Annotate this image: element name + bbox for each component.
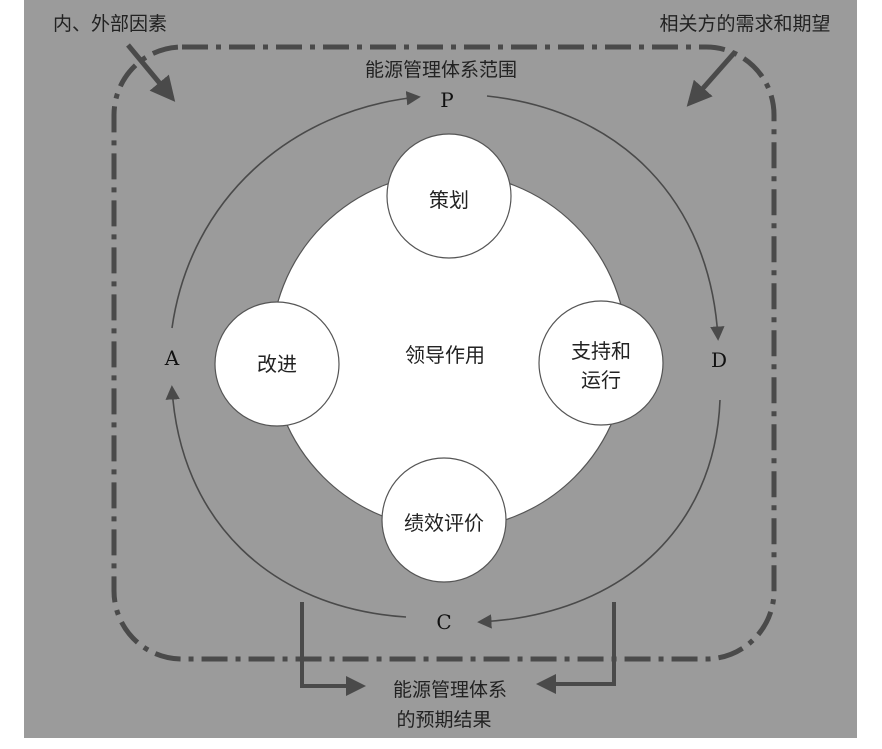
external-factors-arrow <box>126 43 176 102</box>
support-label-line1: 支持和 <box>571 339 631 363</box>
arc-a-to-p <box>171 91 421 329</box>
support-operation-circle <box>538 300 664 426</box>
outcome-label-line1: 能源管理体系 <box>393 679 507 701</box>
outcome-label-line2: 的预期结果 <box>396 709 491 731</box>
improve-label: 改进 <box>257 352 297 376</box>
stakeholder-needs-label: 相关方的需求和期望 <box>659 13 830 35</box>
outcome-arrow-right <box>536 602 616 694</box>
plan-label: 策划 <box>429 188 469 212</box>
evaluation-circle <box>381 457 507 583</box>
pdca-c: C <box>436 610 451 634</box>
evaluation-label: 绩效评价 <box>404 511 484 535</box>
pdca-p: P <box>440 88 453 112</box>
arc-d-to-c <box>477 399 721 629</box>
stakeholder-needs-arrow <box>686 50 737 107</box>
pdca-a: A <box>164 346 180 370</box>
external-factors-label: 内、外部因素 <box>53 13 167 35</box>
improve-circle <box>214 301 340 427</box>
plan-circle <box>386 133 512 259</box>
scope-label: 能源管理体系范围 <box>365 59 517 81</box>
outcome-arrow-left <box>300 602 366 696</box>
arc-c-to-a <box>165 385 407 618</box>
support-label-line2: 运行 <box>581 368 621 392</box>
arc-p-to-d <box>486 95 725 341</box>
pdca-d: D <box>711 348 727 372</box>
leadership-label: 领导作用 <box>405 343 485 367</box>
scope-boundary <box>111 44 777 662</box>
